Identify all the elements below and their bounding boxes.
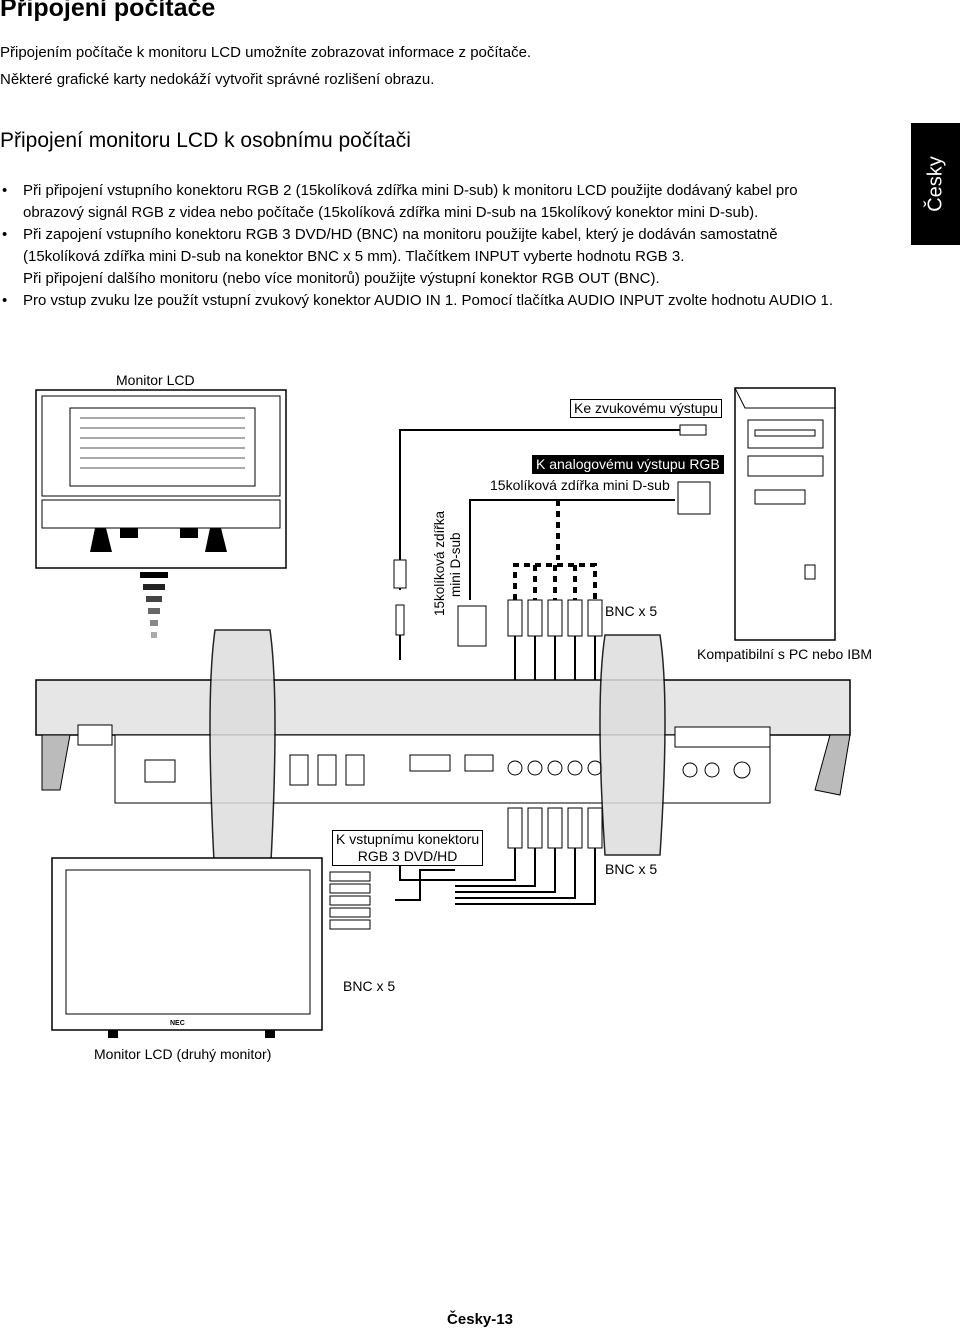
language-tab: Česky <box>911 123 960 245</box>
lcd-monitor-rear <box>35 389 287 569</box>
page-footer: Česky-13 <box>447 1311 513 1328</box>
rgb3-label-line-2: RGB 3 DVD/HD <box>357 848 458 864</box>
bnc-label-3: BNC x 5 <box>343 978 396 994</box>
rgb3-label-line-1: K vstupnímu konektoru <box>336 831 480 847</box>
bullet-item: • Při připojení vstupního konektoru RGB … <box>0 180 890 224</box>
intro-line-2: Některé grafické karty nedokáží vytvořit… <box>0 71 435 88</box>
bullet-marker: • <box>2 226 8 243</box>
logo-nec: NEC <box>170 1020 185 1027</box>
bullet-text: obrazový signál RGB z videa nebo počítač… <box>23 204 759 221</box>
audio-out-label: Ke zvukovému výstupu <box>570 399 722 418</box>
analog-out-label: K analogovému výstupu RGB <box>532 455 724 474</box>
bullet-text: Pro vstup zvuku lze použít vstupní zvuko… <box>23 292 834 309</box>
bullet-item: • Při zapojení vstupního konektoru RGB 3… <box>0 224 890 290</box>
second-monitor-label: Monitor LCD (druhý monitor) <box>94 1046 272 1062</box>
connection-diagram: NEC <box>35 387 851 1038</box>
monitor-label: Monitor LCD <box>116 372 195 388</box>
pc-tower <box>734 387 836 641</box>
bnc-label-2: BNC x 5 <box>605 861 658 877</box>
pc-compat-label: Kompatibilní s PC nebo IBM <box>697 646 873 662</box>
page-title: Připojení počítače <box>0 0 216 22</box>
bullet-item: • Pro vstup zvuku lze použít vstupní zvu… <box>0 290 890 312</box>
rgb3-label: K vstupnímu konektoru RGB 3 DVD/HD <box>332 830 484 866</box>
intro-line-1: Připojením počítače k monitoru LCD umožn… <box>0 44 532 61</box>
bullet-marker: • <box>2 182 8 199</box>
bullet-text: Při připojení vstupního konektoru RGB 2 … <box>23 182 798 199</box>
section-title: Připojení monitoru LCD k osobnímu počíta… <box>0 129 411 152</box>
second-lcd-monitor: NEC <box>51 857 323 1038</box>
lcd-monitor-rear-zoom <box>35 679 851 804</box>
bullet-text: Při zapojení vstupního konektoru RGB 3 D… <box>23 226 778 243</box>
dsub-label: 15kolíková zdířka mini D-sub <box>490 477 670 493</box>
bullet-text: (15kolíková zdířka mini D-sub na konekto… <box>23 248 685 265</box>
language-tab-label: Česky <box>924 156 946 212</box>
vertical-label-2: mini D-sub <box>448 532 463 597</box>
bullet-list: • Při připojení vstupního konektoru RGB … <box>0 180 890 312</box>
bullet-marker: • <box>2 292 8 309</box>
bnc-label-1: BNC x 5 <box>605 603 658 619</box>
bullet-text: Při připojení dalšího monitoru (nebo víc… <box>23 270 660 287</box>
vertical-label-1: 15kolíková zdířka <box>432 510 447 616</box>
